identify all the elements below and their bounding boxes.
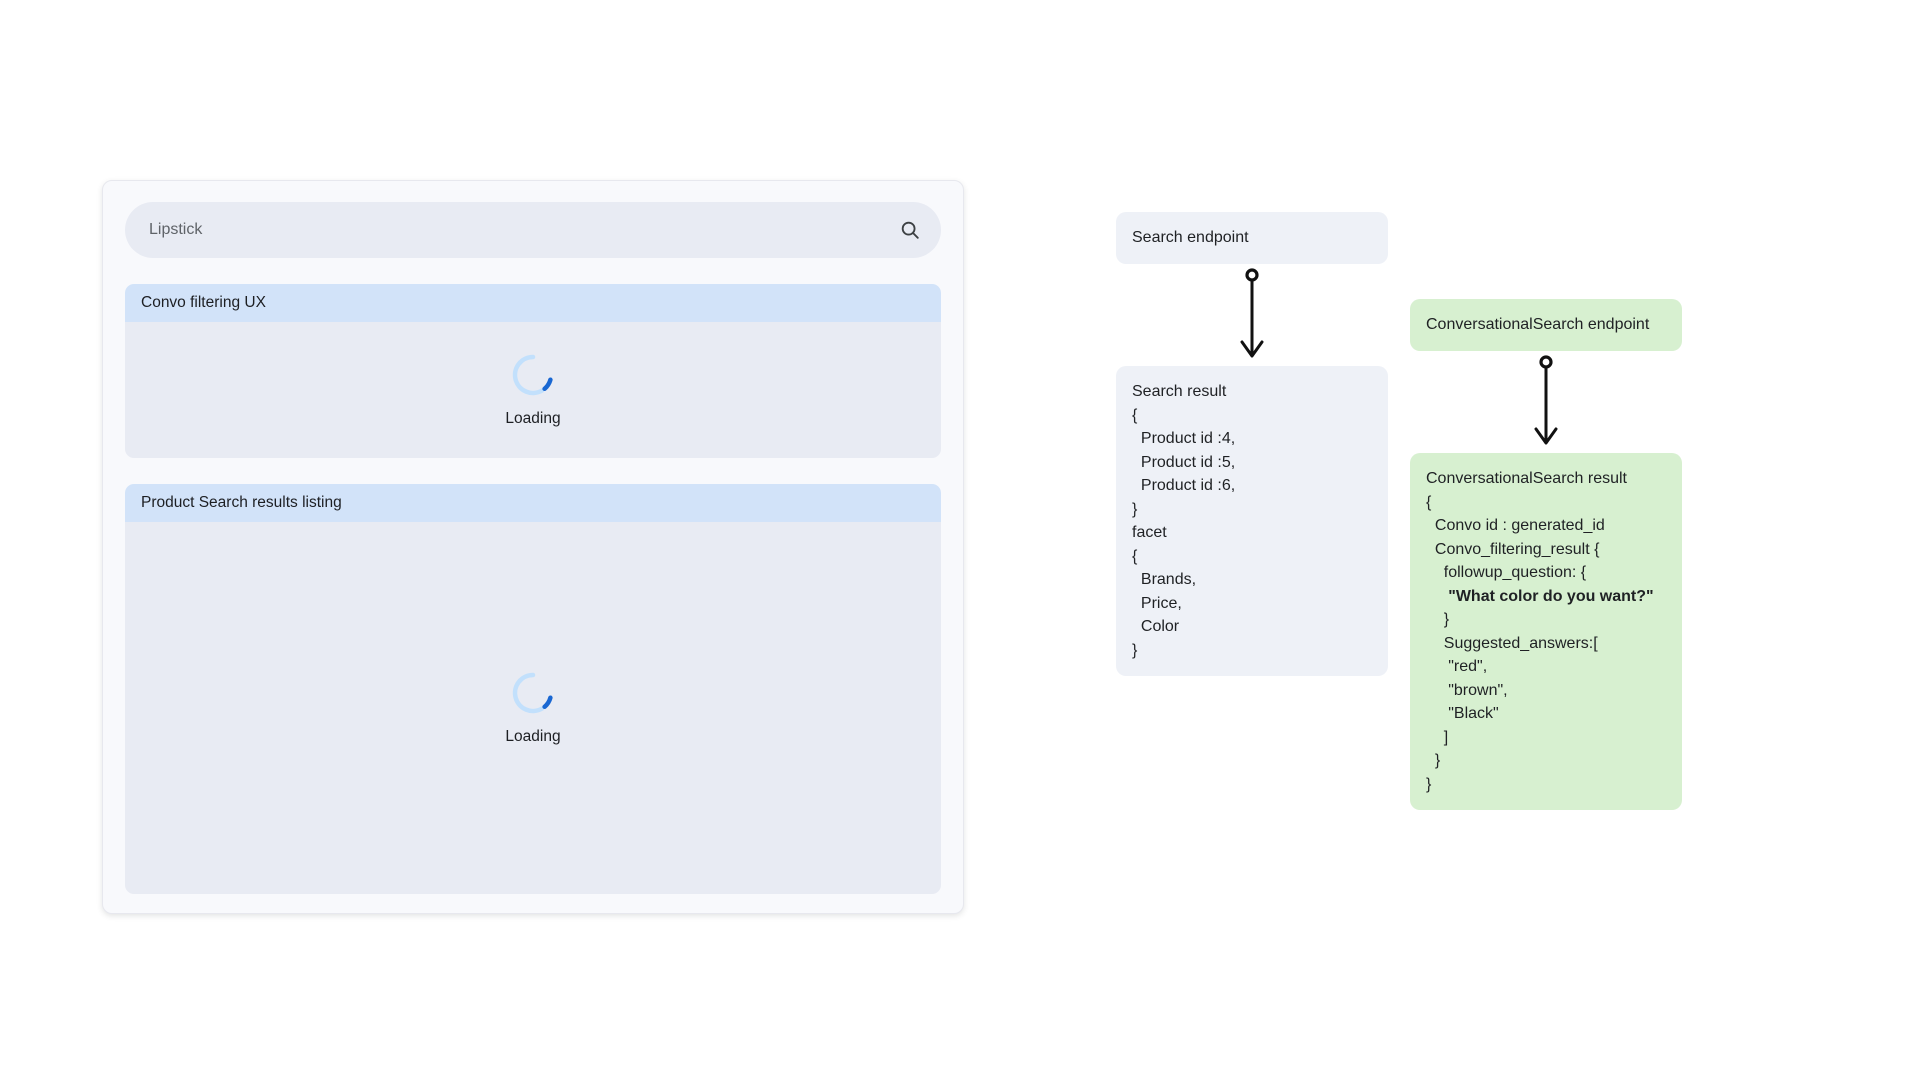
code-line: } <box>1426 611 1450 628</box>
loading-spinner-icon <box>512 354 553 395</box>
search-endpoint-node: Search endpoint <box>1116 212 1388 264</box>
code-line: Convo_filtering_result { <box>1426 540 1600 558</box>
product-search-app-card: Lipstick Convo filtering UX Loading Prod… <box>102 180 964 914</box>
product-results-panel-body: Loading <box>125 522 941 894</box>
search-bar[interactable]: Lipstick <box>125 202 941 258</box>
code-line: Convo id : generated_id <box>1426 517 1605 534</box>
code-line: followup_question: { <box>1426 564 1587 581</box>
search-result-node: Search result { Product id :4, Product id… <box>1116 366 1388 676</box>
code-line: "brown", <box>1426 681 1508 699</box>
code-line: Brands, <box>1132 571 1197 588</box>
code-line: } <box>1132 500 1138 518</box>
conversational-result-node: ConversationalSearch result { Convo id : … <box>1410 453 1682 810</box>
code-line: } <box>1132 641 1138 659</box>
search-icon[interactable] <box>899 219 921 241</box>
code-line: "red", <box>1426 658 1488 675</box>
search-endpoint-flow: Search endpoint Search result { Product i… <box>1116 212 1388 676</box>
product-results-panel-header: Product Search results listing <box>125 484 941 522</box>
loading-label: Loading <box>505 727 561 745</box>
code-line: { <box>1426 493 1432 511</box>
conversational-endpoint-node: ConversationalSearch endpoint <box>1410 299 1682 351</box>
product-results-panel: Product Search results listing Loading <box>125 484 941 894</box>
code-line: Suggested_answers:[ <box>1426 634 1598 652</box>
code-line: facet <box>1132 524 1167 541</box>
code-line: Product id :5, <box>1132 453 1236 471</box>
convo-filtering-panel-header: Convo filtering UX <box>125 284 941 322</box>
code-line: ] <box>1426 728 1449 746</box>
code-line: { <box>1132 406 1138 424</box>
down-arrow <box>1240 268 1264 358</box>
convo-filtering-panel-body: Loading <box>125 322 941 458</box>
code-line: Color <box>1132 618 1180 635</box>
code-line: "What color do you want?" <box>1426 587 1654 605</box>
search-input-value[interactable]: Lipstick <box>149 221 203 238</box>
loading-label: Loading <box>505 409 561 427</box>
code-line: } <box>1426 752 1441 769</box>
down-arrow <box>1534 355 1558 445</box>
code-line: } <box>1426 775 1432 793</box>
code-line: Product id :4, <box>1132 430 1236 447</box>
loading-spinner-icon <box>512 672 553 713</box>
code-line: Product id :6, <box>1132 477 1236 494</box>
code-line: ConversationalSearch result <box>1426 470 1627 487</box>
code-line: "Black" <box>1426 705 1499 722</box>
code-line: Search result <box>1132 383 1227 400</box>
conversational-search-flow: ConversationalSearch endpoint Conversati… <box>1410 299 1682 810</box>
code-line: { <box>1132 547 1138 565</box>
code-line: Price, <box>1132 594 1182 612</box>
convo-filtering-panel: Convo filtering UX Loading <box>125 284 941 458</box>
